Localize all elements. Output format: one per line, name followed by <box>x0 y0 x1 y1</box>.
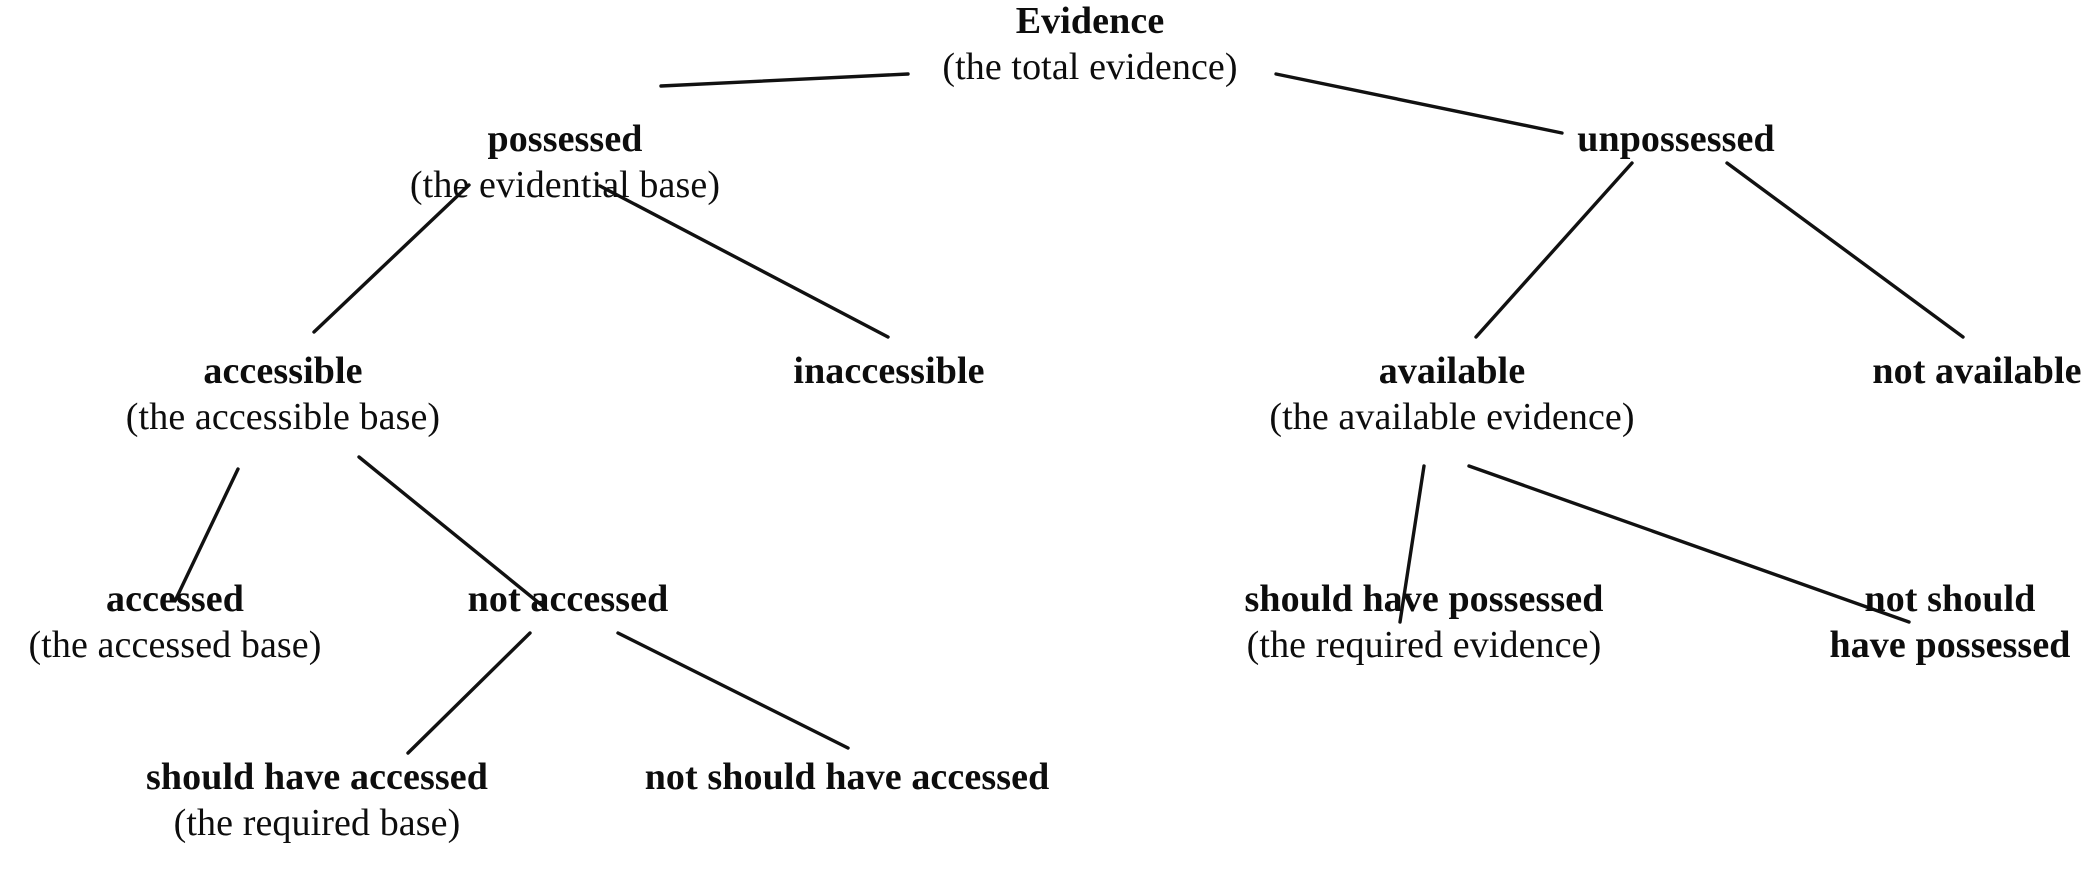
node-gloss-evidence: (the total evidence) <box>942 45 1238 88</box>
node-term-inaccessible: inaccessible <box>793 350 985 392</box>
tree-edge-available-should-have-possessed <box>1398 464 1426 624</box>
node-gloss-accessible: (the accessible base) <box>125 395 441 438</box>
tree-edge-possessed-accessible <box>312 183 471 334</box>
node-term-accessible: accessible <box>203 350 363 392</box>
tree-edge-evidence-possessed <box>659 72 910 88</box>
tree-node-not-accessed: not accessed <box>468 580 669 619</box>
tree-edge-not-accessed-should-have-accessed <box>406 631 532 755</box>
tree-edge-unpossessed-available <box>1474 161 1634 339</box>
tree-edge-possessed-inaccessible <box>598 184 890 339</box>
node-term-not-available: not available <box>1872 350 2082 392</box>
tree-node-accessed: accessed(the accessed base) <box>28 580 321 665</box>
node-term-should-have-accessed: should have accessed <box>146 756 488 798</box>
tree-node-possessed: possessed(the evidential base) <box>410 120 720 205</box>
node-term-unpossessed: unpossessed <box>1577 118 1775 160</box>
node-term-not-should-have-possessed: not should <box>1864 578 2036 620</box>
node-gloss-available: (the available evidence) <box>1269 395 1635 438</box>
tree-edge-accessible-not-accessed <box>357 455 546 609</box>
tree-node-evidence: Evidence(the total evidence) <box>942 2 1237 87</box>
tree-node-accessible: accessible(the accessible base) <box>126 352 440 437</box>
node-term-accessed: accessed <box>106 578 244 620</box>
tree-edge-available-not-should-have-possessed <box>1467 464 1911 624</box>
tree-node-not-available: not available <box>1872 352 2081 391</box>
tree-edge-unpossessed-not-available <box>1725 161 1965 339</box>
node-term-not-should-have-accessed: not should have accessed <box>644 756 1050 798</box>
node-gloss-possessed: (the evidential base) <box>409 163 721 206</box>
node-term-available: available <box>1378 350 1526 392</box>
node-term-evidence: Evidence <box>1015 0 1165 42</box>
node-gloss-should-have-possessed: (the required evidence) <box>1246 623 1602 666</box>
node-term-not-accessed: not accessed <box>467 578 669 620</box>
tree-edge-evidence-unpossessed <box>1274 72 1564 135</box>
tree-node-available: available(the available evidence) <box>1269 352 1634 437</box>
tree-edge-accessible-accessed <box>173 467 240 603</box>
tree-node-should-have-accessed: should have accessed(the required base) <box>146 758 488 843</box>
node-term-should-have-possessed: should have possessed <box>1244 578 1604 620</box>
tree-edge-not-accessed-not-should-have-accessed <box>616 631 850 750</box>
node-gloss-should-have-accessed: (the required base) <box>173 801 461 844</box>
edge-group <box>173 72 1965 755</box>
tree-node-not-should-have-accessed: not should have accessed <box>645 758 1050 797</box>
node-term2-not-should-have-possessed: have possessed <box>1829 623 2071 666</box>
node-gloss-accessed: (the accessed base) <box>28 623 322 666</box>
node-term-possessed: possessed <box>487 118 643 160</box>
tree-node-unpossessed: unpossessed <box>1577 120 1775 159</box>
tree-node-should-have-possessed: should have possessed(the required evide… <box>1245 580 1604 665</box>
tree-node-inaccessible: inaccessible <box>793 352 984 391</box>
